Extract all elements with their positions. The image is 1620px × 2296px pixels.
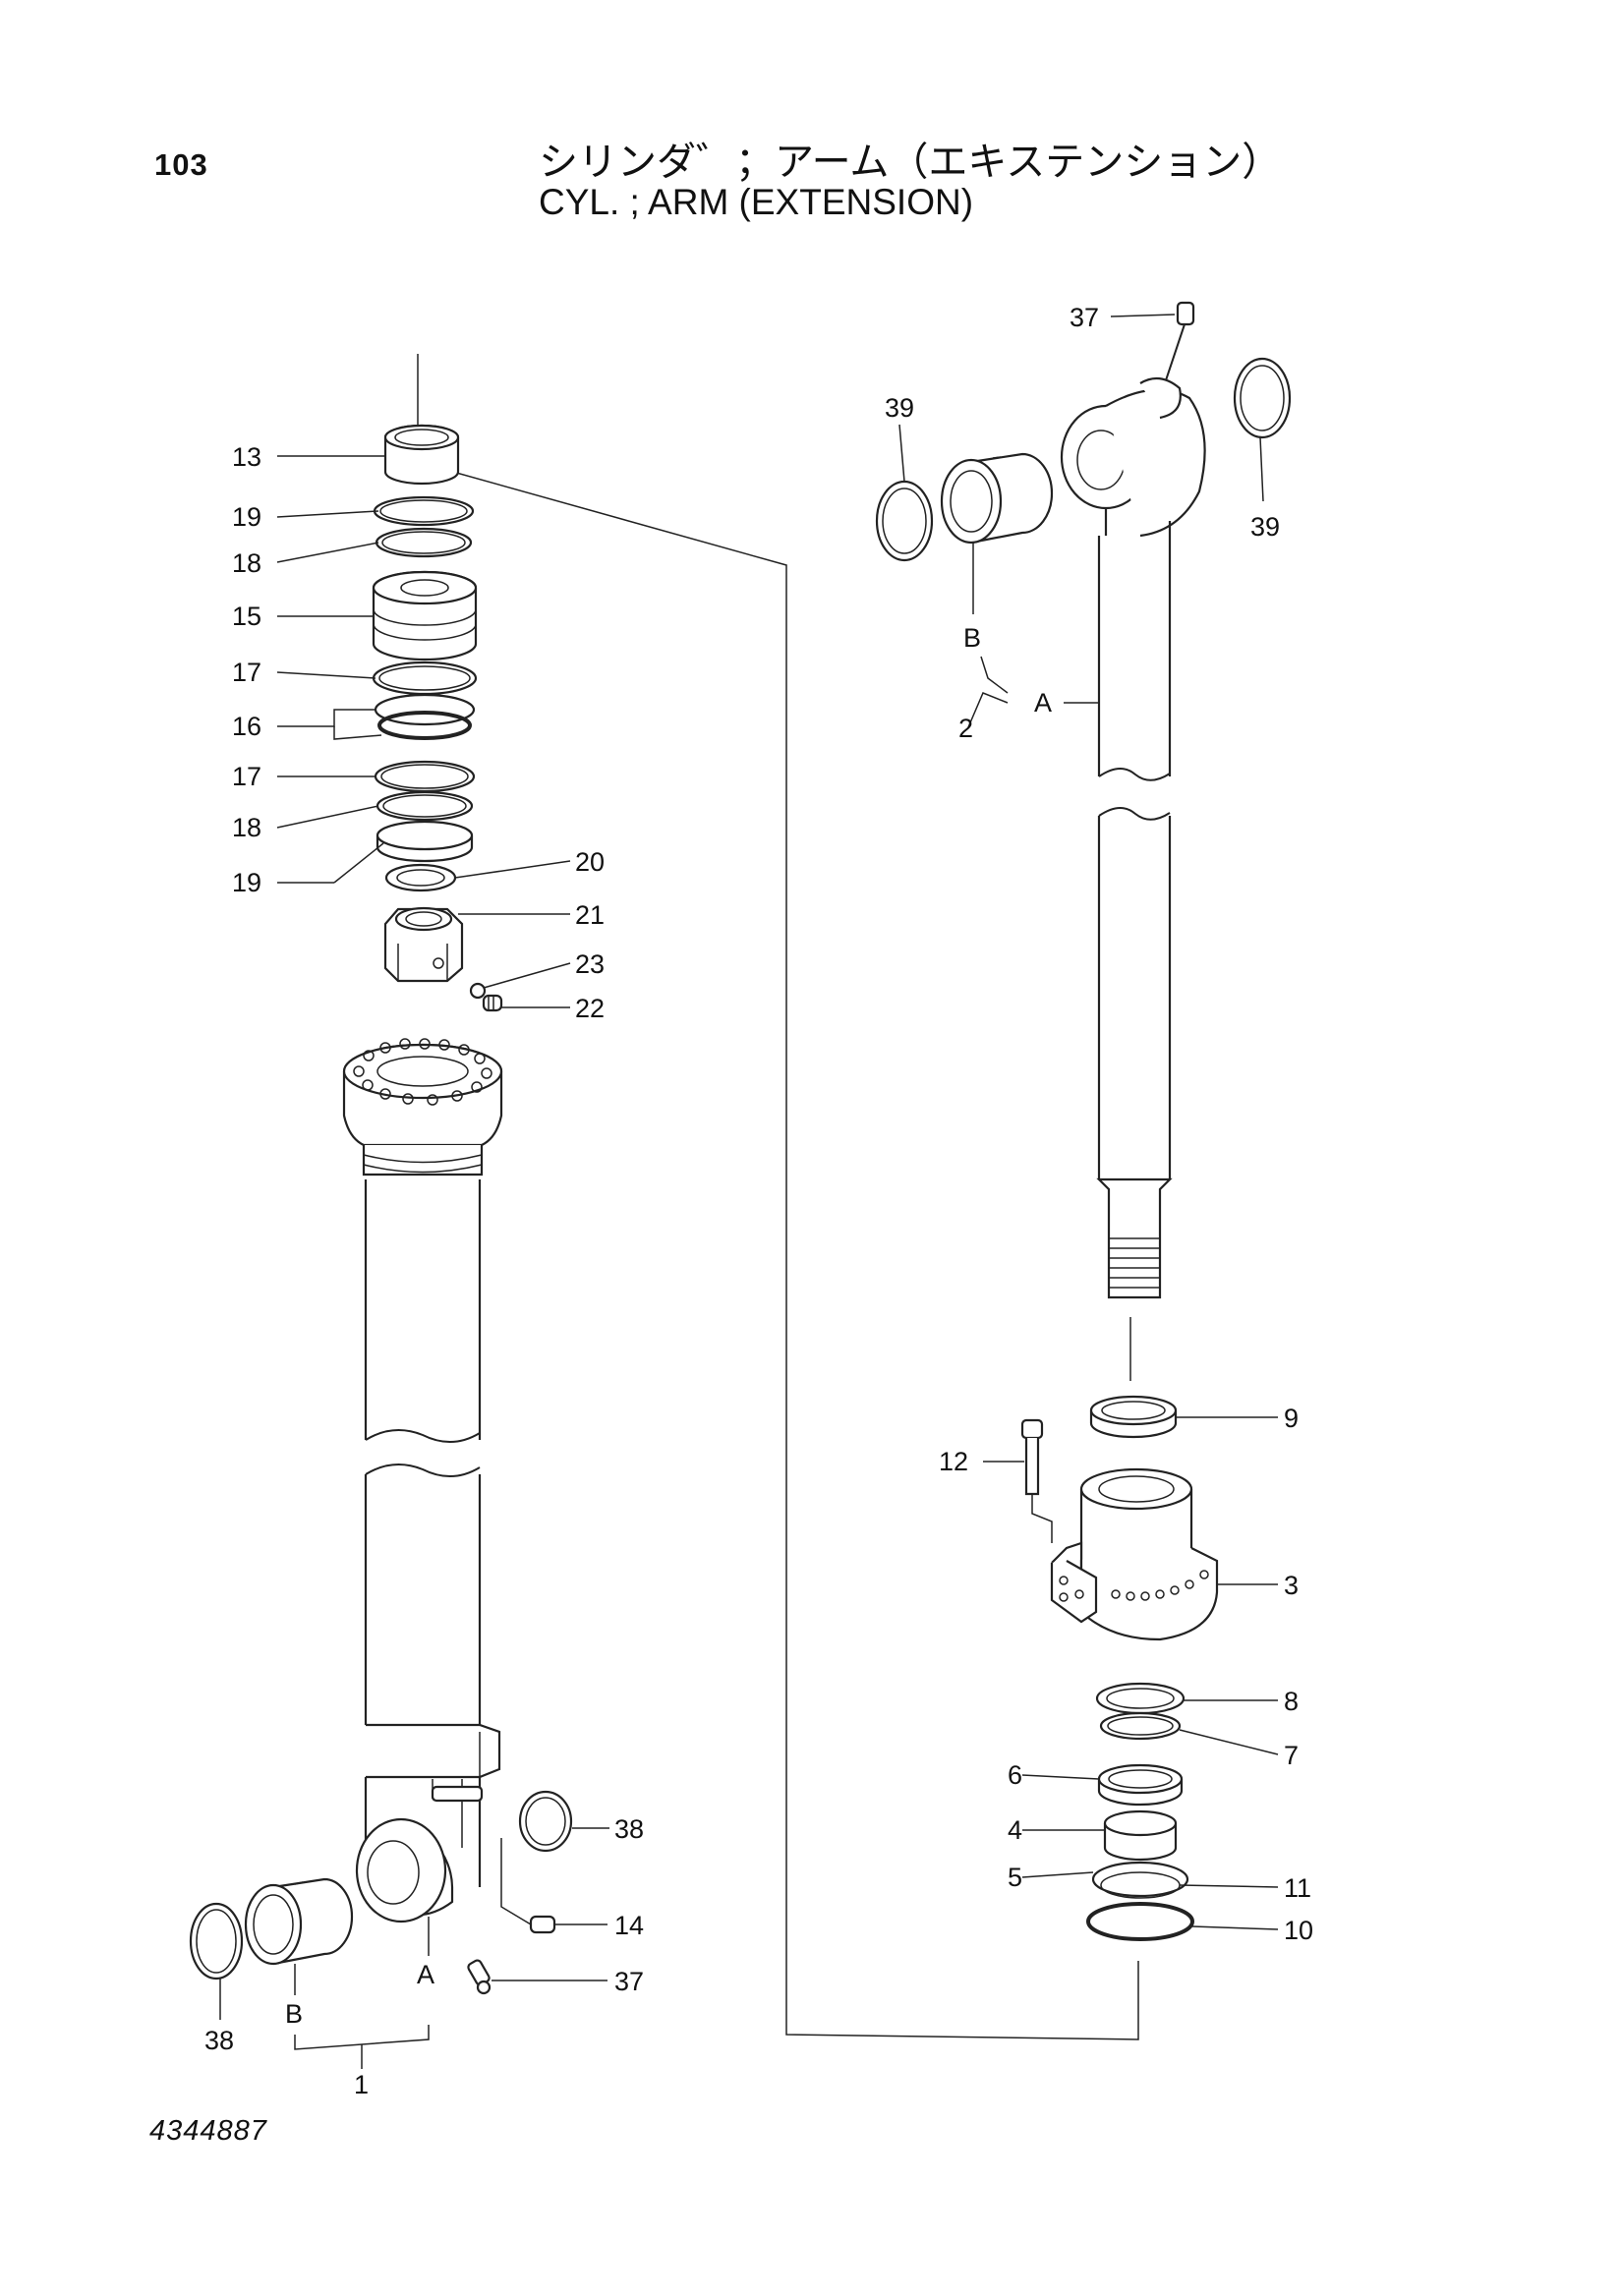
left-assembly (189, 424, 573, 1995)
callout-7: 7 (1284, 1741, 1299, 1770)
callout-13: 13 (232, 442, 261, 472)
callout-B: B (285, 1999, 303, 2029)
assembly-path-line (417, 354, 1139, 2040)
part-17-ring-upper (372, 660, 478, 696)
part-1-bushing (244, 1877, 354, 1966)
title-japanese: シリンダ゛；アーム（エキステンション） (539, 141, 1282, 184)
part-21-nut (383, 906, 464, 983)
callout-2: 2 (958, 714, 973, 743)
callout-labels: 13 19 18 15 17 16 17 18 19 20 21 23 22 3… (204, 303, 1313, 2099)
cylinder-tube (342, 1038, 503, 1779)
part-23-steel-ball (469, 982, 487, 1000)
callout-6: 6 (1008, 1760, 1022, 1790)
flange-bolt-holes (353, 1038, 492, 1106)
right-assembly (875, 301, 1292, 1941)
callout-37: 37 (1070, 303, 1099, 332)
callout-leaders (219, 314, 1279, 2069)
part-6-ring (1097, 1763, 1184, 1807)
part-4-wear-ring (1103, 1809, 1178, 1862)
part-3-piston (1050, 1467, 1219, 1641)
callout-18: 18 (232, 548, 261, 578)
callout-38: 38 (204, 2026, 234, 2055)
part-20-washer (384, 863, 457, 892)
part-16-seal-pair (374, 693, 476, 740)
callout-39: 39 (1250, 512, 1280, 542)
callout-16: 16 (232, 712, 261, 741)
piston-rod (1096, 536, 1173, 1299)
callout-19: 19 (232, 502, 261, 532)
part-19-ring (373, 495, 475, 527)
part-37-grease-nipple-right (1164, 301, 1195, 384)
piston-bolt-holes (1059, 1570, 1209, 1602)
callout-1: 1 (354, 2070, 369, 2099)
callout-17: 17 (232, 762, 261, 791)
callout-10: 10 (1284, 1916, 1313, 1945)
callout-9: 9 (1284, 1404, 1299, 1433)
rod-eye (1060, 376, 1206, 538)
callout-19: 19 (232, 868, 261, 897)
callout-18: 18 (232, 813, 261, 842)
callout-14: 14 (614, 1911, 644, 1940)
callout-39: 39 (885, 393, 914, 423)
part-19-ring-lower (376, 820, 474, 863)
part-7-ring (1099, 1711, 1182, 1741)
callout-B: B (963, 623, 981, 653)
callout-4: 4 (1008, 1815, 1022, 1845)
callout-15: 15 (232, 602, 261, 631)
callout-11: 11 (1284, 1873, 1311, 1903)
callout-21: 21 (575, 900, 605, 930)
callout-22: 22 (575, 994, 605, 1023)
callout-A: A (417, 1960, 434, 1989)
part-14-plug (529, 1915, 556, 1934)
part-22-set-screw (482, 994, 503, 1012)
tube-eye-boss (355, 1777, 484, 1923)
callout-17: 17 (232, 658, 261, 687)
part-10-seal (1086, 1902, 1194, 1941)
part-38-ring-right (518, 1790, 573, 1853)
part-8-ring (1095, 1682, 1186, 1715)
callout-38: 38 (614, 1814, 644, 1844)
part-38-ring-left (189, 1902, 244, 1980)
part-13-bushing (383, 424, 460, 486)
part-39-ring-right (1233, 357, 1292, 439)
part-17-ring-lower (374, 760, 476, 793)
page-number: 103 (154, 147, 208, 182)
callout-37: 37 (614, 1967, 644, 1996)
bolt-path-14 (500, 1838, 532, 1925)
callout-23: 23 (575, 949, 605, 979)
part-15-gland (372, 570, 478, 661)
part-12-bolt (1020, 1418, 1053, 1543)
callout-20: 20 (575, 847, 605, 877)
callout-12: 12 (939, 1447, 968, 1476)
part-2-bushing (940, 452, 1054, 545)
drawing-number: 4344887 (149, 2115, 267, 2147)
callout-5: 5 (1008, 1863, 1022, 1892)
part-18-ring (375, 527, 473, 558)
callout-A: A (1034, 688, 1052, 718)
part-5-ring (1091, 1861, 1189, 1898)
callout-8: 8 (1284, 1687, 1299, 1716)
title-english: CYL. ; ARM (EXTENSION) (539, 182, 974, 222)
part-9-ring (1089, 1395, 1178, 1439)
part-39-ring-left (875, 480, 934, 562)
part-37-grease-nipple-left (467, 1959, 492, 1995)
part-18-ring-lower (376, 790, 474, 822)
callout-3: 3 (1284, 1571, 1299, 1600)
